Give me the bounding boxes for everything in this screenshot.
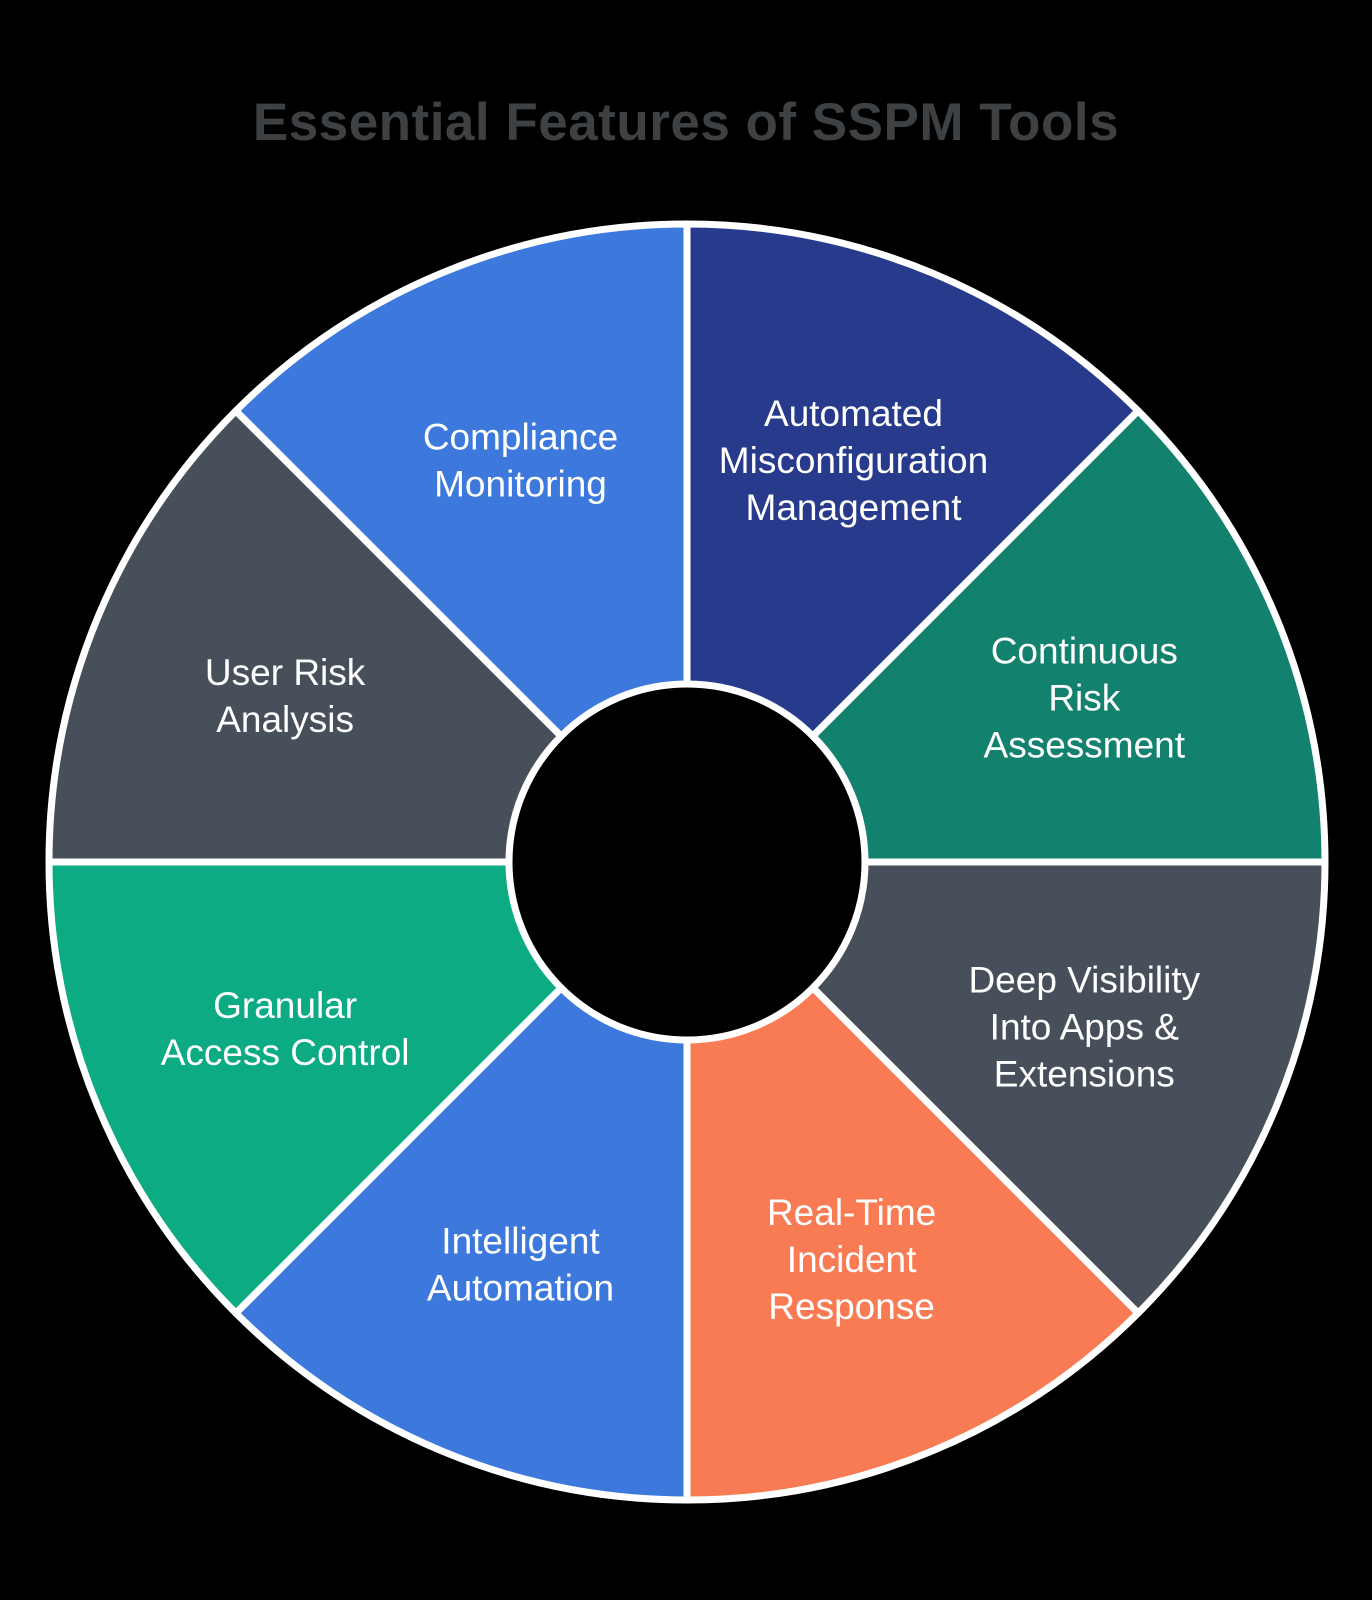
segment-granular-access-control: [45, 858, 565, 1317]
segment-user-risk-analysis: [45, 407, 565, 866]
segment-deep-visibility-into-apps-extensions: [809, 858, 1329, 1317]
segment-automated-misconfiguration-management: [683, 220, 1142, 740]
chart-title: Essential Features of SSPM Tools: [252, 93, 1120, 152]
segment-intelligent-automation: [232, 984, 691, 1504]
segment-real-time-incident-response: [683, 984, 1142, 1504]
segment-compliance-monitoring: [232, 220, 691, 740]
segment-continuous-risk-assessment: [809, 407, 1329, 866]
